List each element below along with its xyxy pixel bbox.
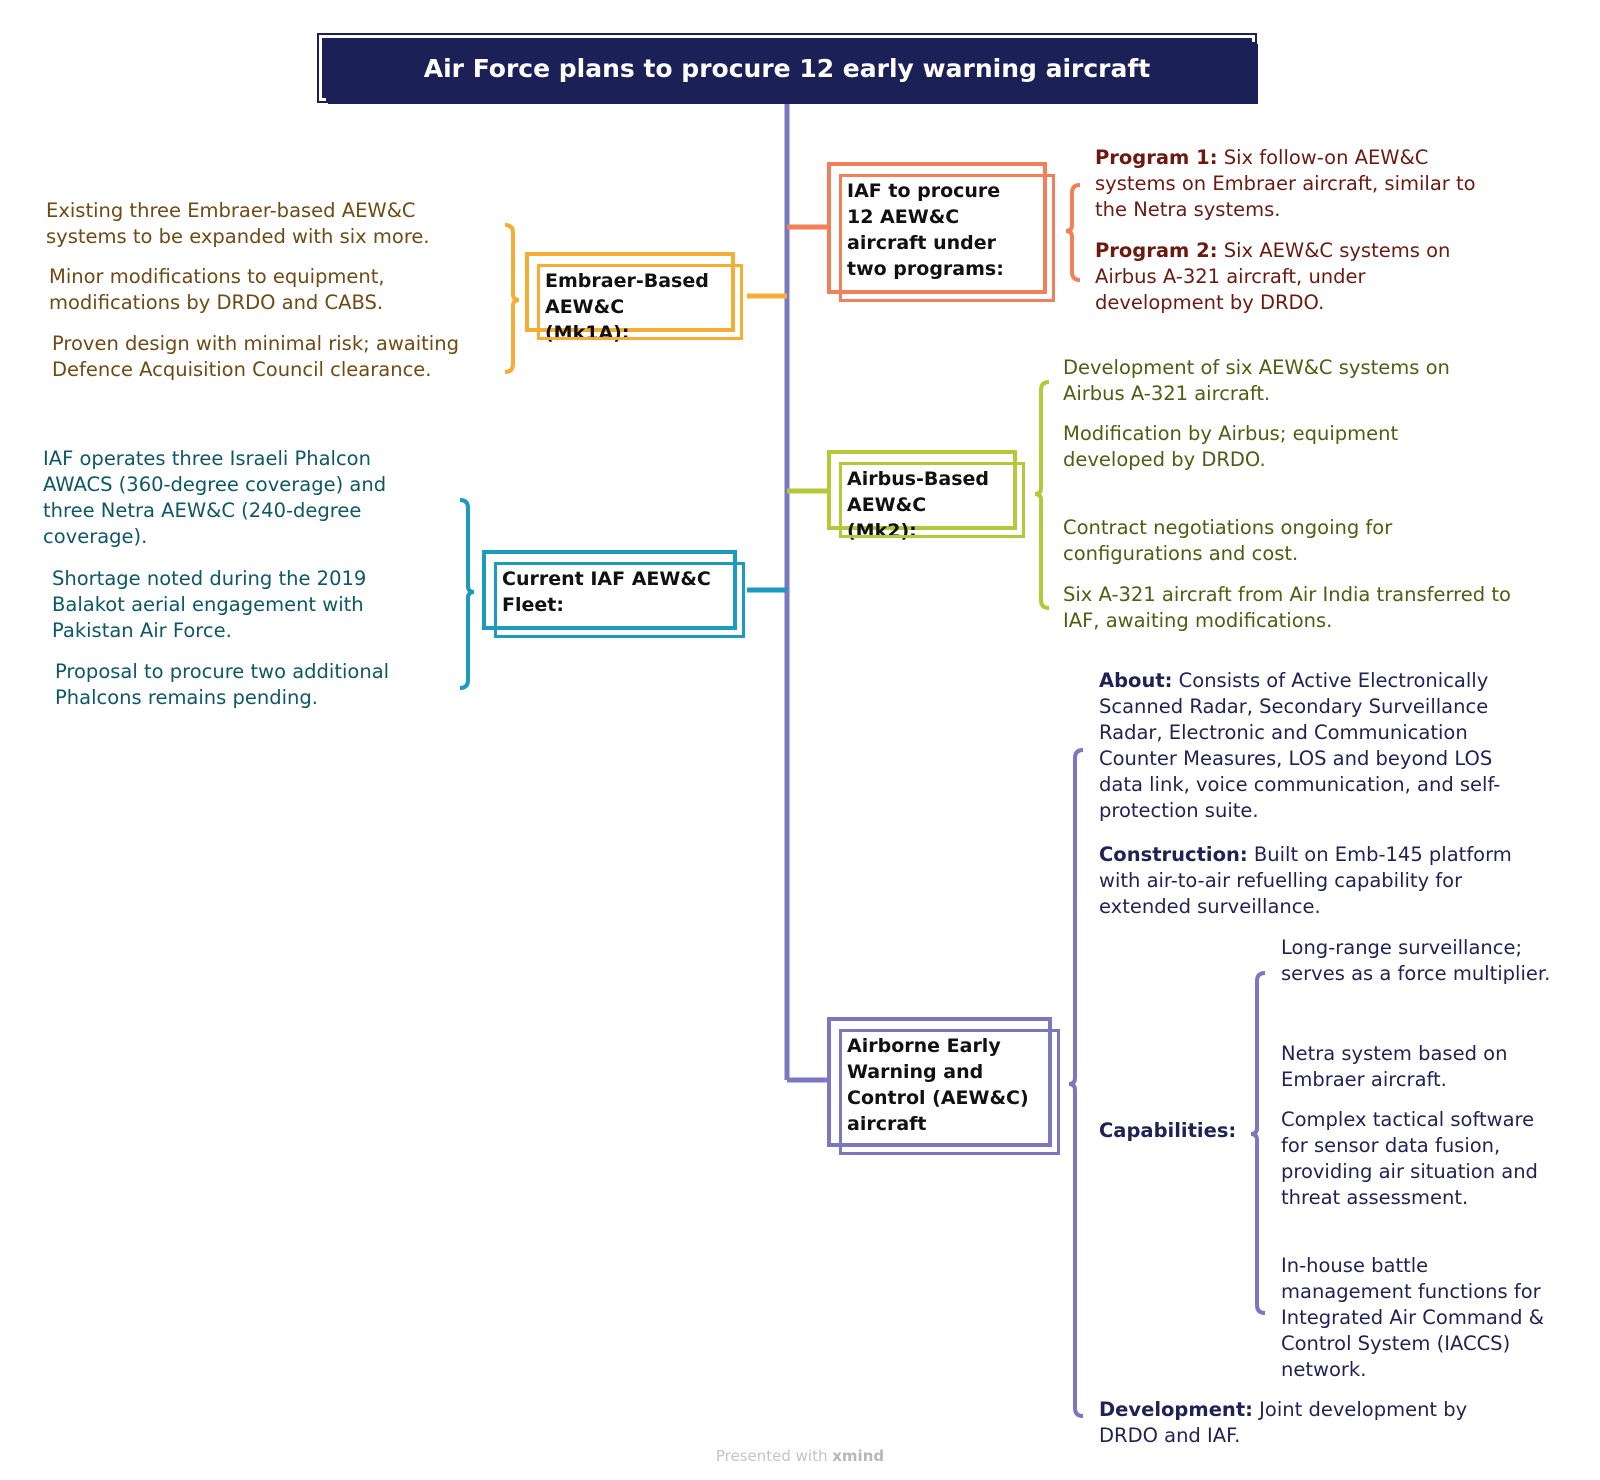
capabilities-label: Capabilities: [1099,1119,1237,1142]
fleet-item-1: IAF operates three Israeli Phalcon AWACS… [43,447,387,548]
program-1-desc: Six follow-on AEW&C systems on Embraer a… [1095,146,1476,221]
page-title: Air Force plans to procure 12 early warn… [317,33,1257,103]
embraer-item-1: Existing three Embraer-based AEW&C syste… [46,199,430,248]
aewc-development-desc: Joint development by DRDO and IAF. [1099,1398,1468,1447]
aewc-node[interactable]: Airborne Early Warning and Control (AEW&… [827,1017,1060,1155]
embraer-brace [504,223,520,374]
page-title-text: Air Force plans to procure 12 early warn… [423,53,1151,83]
footer-prefix: Presented with [715,1447,833,1465]
capability-item-1: Long-range surveillance; serves as a for… [1281,936,1551,985]
program-2-text: Program 2: Six AEW&C systems on Airbus A… [1095,238,1495,316]
airbus-item-3: Contract negotiations ongoing for config… [1063,516,1393,565]
aewc-about-desc: Consists of Active Electronically Scanne… [1099,669,1501,822]
capabilities-brace [1250,971,1266,1315]
fleet-item-3: Proposal to procure two additional Phalc… [55,660,390,709]
program-2-bold: Program 2: [1095,239,1218,262]
embraer-node[interactable]: Embraer-Based AEW&C (Mk1A): [525,252,743,344]
airbus-item-1: Development of six AEW&C systems on Airb… [1063,356,1450,405]
capability-item-4: In-house battle management functions for… [1281,1254,1544,1381]
fleet-node[interactable]: Current IAF AEW&C Fleet: [482,550,745,638]
aewc-about: About: Consists of Active Electronically… [1099,668,1539,824]
fleet-node-label: Current IAF AEW&C Fleet: [502,568,711,616]
airbus-node-label: Airbus-Based AEW&C (Mk2): [847,468,990,542]
program-1-text: Program 1: Six follow-on AEW&C systems o… [1095,145,1495,223]
aewc-node-label: Airborne Early Warning and Control (AEW&… [847,1035,1029,1135]
aewc-construction-desc: Built on Emb-145 platform with air-to-ai… [1099,843,1512,918]
fleet-item-2: Shortage noted during the 2019 Balakot a… [52,567,367,642]
programs-node[interactable]: IAF to procure 12 AEW&C aircraft under t… [827,162,1055,302]
aewc-construction-bold: Construction: [1099,843,1248,866]
capability-item-3: Complex tactical software for sensor dat… [1281,1108,1538,1209]
footer-brand: xmind [832,1447,885,1465]
fleet-brace [459,498,475,690]
footer-credit: Presented with xmind [0,1447,1600,1465]
programs-node-label: IAF to procure 12 AEW&C aircraft under t… [847,180,1004,280]
capability-item-2: Netra system based on Embraer aircraft. [1281,1042,1508,1091]
embraer-item-3: Proven design with minimal risk; awaitin… [52,332,459,381]
aewc-about-bold: About: [1099,669,1173,692]
airbus-item-4: Six A-321 aircraft from Air India transf… [1063,583,1511,632]
aewc-brace [1068,748,1084,1418]
aewc-development-bold: Development: [1099,1398,1253,1421]
programs-brace [1065,183,1081,282]
program-1-bold: Program 1: [1095,146,1218,169]
aewc-development: Development: Joint development by DRDO a… [1099,1397,1529,1449]
program-2-desc: Six AEW&C systems on Airbus A-321 aircra… [1095,239,1451,314]
embraer-item-2: Minor modifications to equipment, modifi… [49,265,385,314]
airbus-item-2: Modification by Airbus; equipment develo… [1063,422,1399,471]
airbus-node[interactable]: Airbus-Based AEW&C (Mk2): [827,450,1025,542]
aewc-construction: Construction: Built on Emb-145 platform … [1099,842,1544,920]
airbus-brace [1034,380,1050,610]
